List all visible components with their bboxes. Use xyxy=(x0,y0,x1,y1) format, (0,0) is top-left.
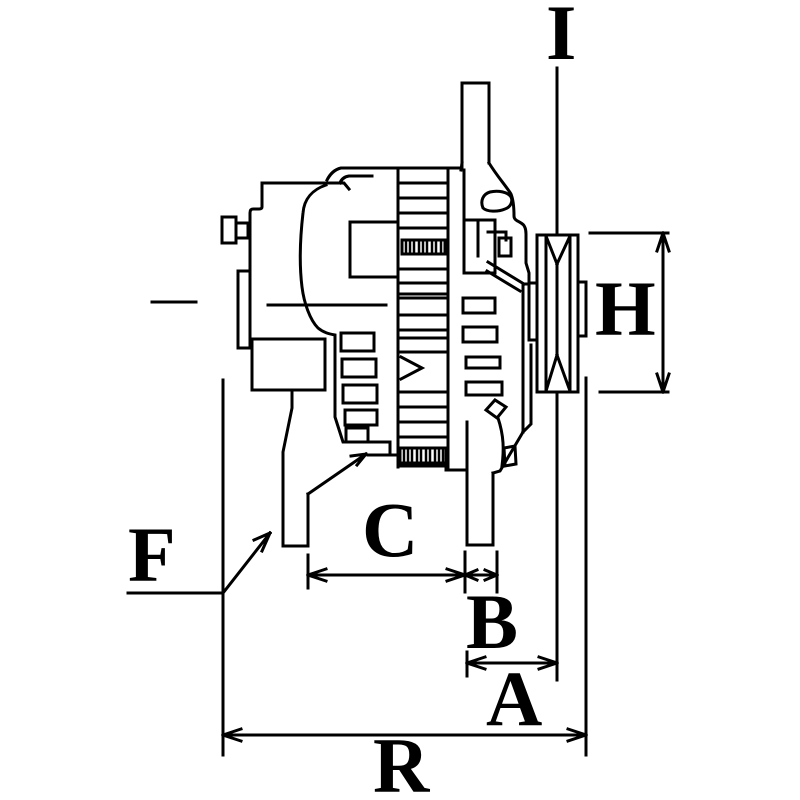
front-vents xyxy=(461,296,504,397)
dim-label-r: R xyxy=(373,722,430,800)
rear-housing-box xyxy=(250,337,327,392)
dim-line-h xyxy=(588,231,670,394)
stack-chevron xyxy=(398,354,426,382)
left-mount-lug xyxy=(281,388,310,548)
dim-label-a: A xyxy=(486,655,543,742)
dim-label-b: B xyxy=(466,578,519,665)
rotor-fins xyxy=(396,181,450,439)
dim-label-i: I xyxy=(546,0,577,76)
stator-window xyxy=(348,220,400,279)
bracket-ear xyxy=(480,189,514,213)
rear-vents xyxy=(339,331,379,444)
dimension-lines xyxy=(126,66,671,757)
right-mount-lug xyxy=(465,420,495,547)
dim-ticks-cb xyxy=(306,550,499,594)
rotor-stack xyxy=(396,168,450,469)
pulley xyxy=(535,233,588,394)
alternator-body xyxy=(220,81,588,548)
dim-label-f: F xyxy=(128,511,176,598)
mount-bolt xyxy=(220,215,238,245)
dim-label-c: C xyxy=(362,486,419,573)
dim-label-h: H xyxy=(595,265,656,352)
shaft-nut xyxy=(576,280,588,338)
slip-ring-band-bottom xyxy=(398,446,448,465)
dim-ticks-r xyxy=(221,376,588,757)
terminal-bracket xyxy=(483,398,518,468)
front-box xyxy=(462,218,497,275)
rear-tab xyxy=(236,269,252,350)
dim-arrow-f xyxy=(220,530,273,596)
